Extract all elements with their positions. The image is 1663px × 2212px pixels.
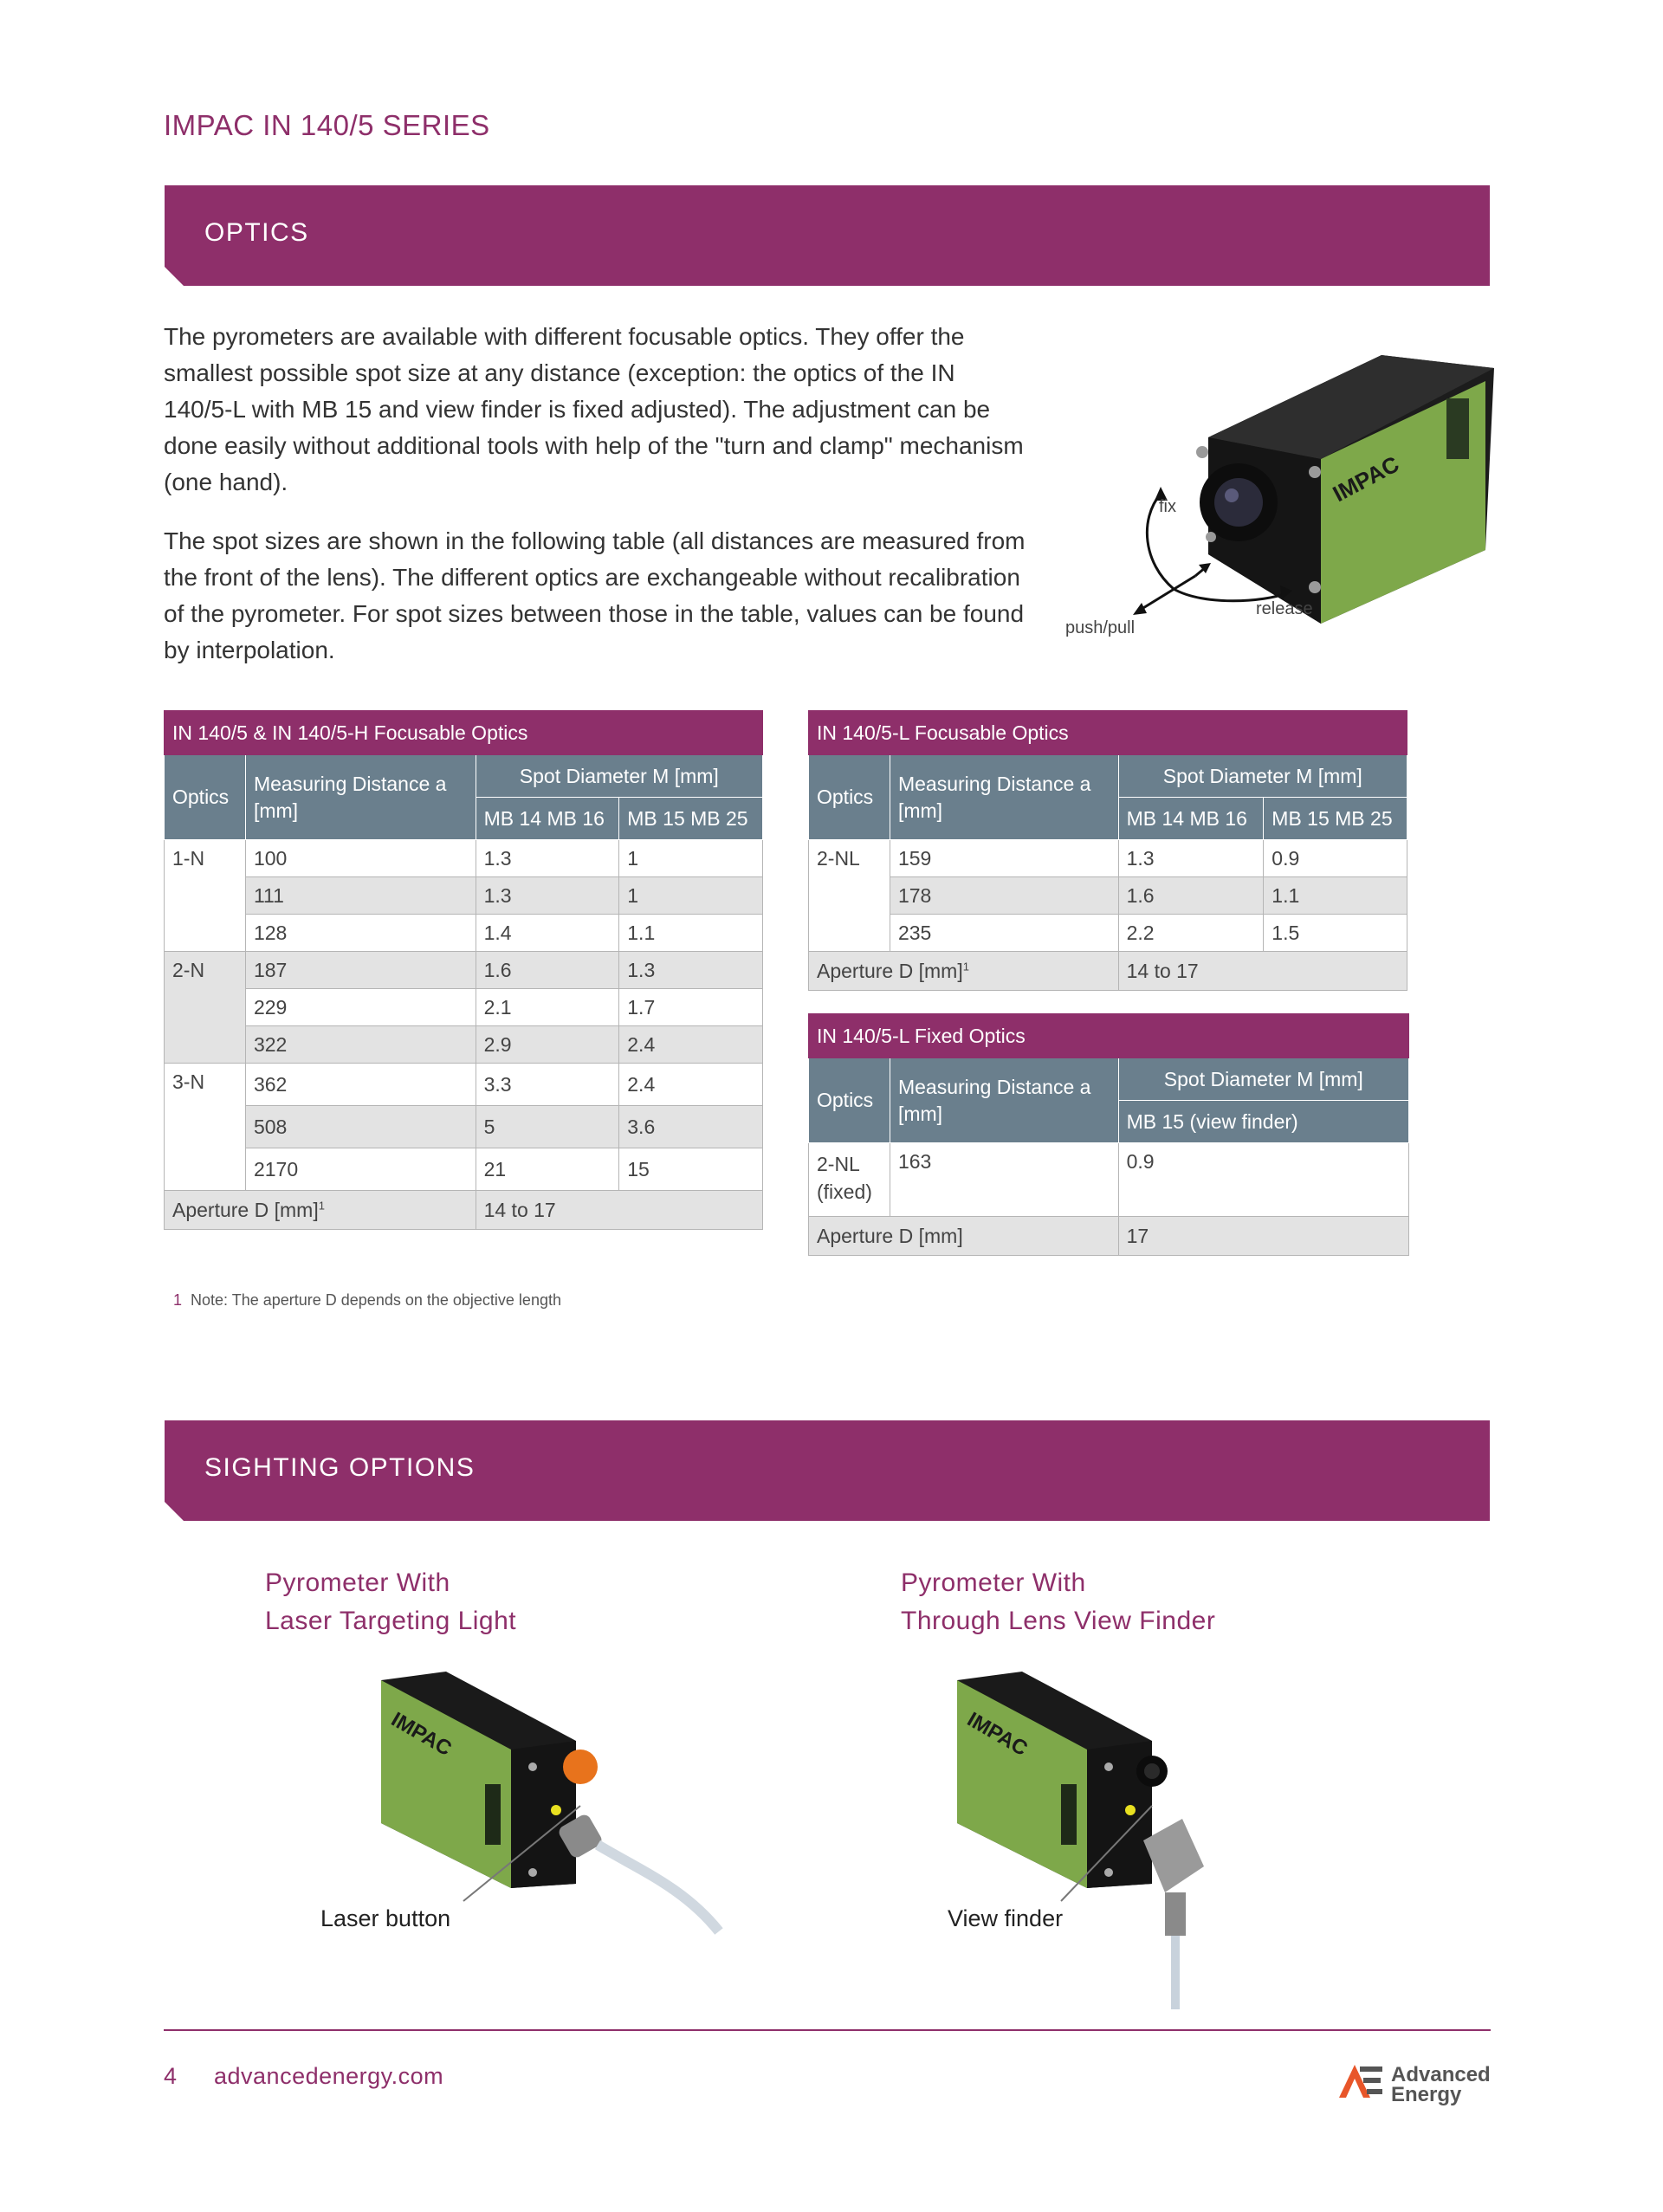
view-finder-label: View finder — [948, 1905, 1064, 1931]
aperture-row: Aperture D [mm]1 14 to 17 — [808, 951, 1408, 991]
optics-paragraph-2: The spot sizes are shown in the followin… — [164, 527, 1026, 663]
footnote-marker: 1 — [173, 1291, 183, 1309]
push-pull-label: push/pull — [1065, 618, 1136, 637]
viewfinder-option-title: Pyrometer With Through Lens View Finder — [901, 1568, 1216, 1635]
footnote: 1 Note: The aperture D depends on the obj… — [173, 1291, 561, 1310]
series-title: IMPAC IN 140/5 SERIES — [164, 109, 490, 141]
header-mb15-mb25: MB 15 MB 25 — [618, 797, 763, 840]
table-in140l-fixed: IN 140/5-L Fixed Optics Optics Measuring… — [808, 1013, 1410, 1256]
table-caption: IN 140/5 & IN 140/5-H Focusable Optics — [164, 710, 763, 755]
header-optics: Optics — [808, 754, 890, 840]
header-mb15-view-finder: MB 15 (view finder) — [1117, 1100, 1410, 1143]
footnote-text: Note: The aperture D depends on the obje… — [191, 1291, 561, 1309]
pyrometer-optics-photo: IMPAC — [1133, 355, 1494, 624]
aperture-label: Aperture D [mm]1 — [808, 951, 1119, 991]
sighting-banner: SIGHTING OPTIONS — [165, 1420, 1490, 1521]
table-in140l-focusable: IN 140/5-L Focusable Optics Optics Measu… — [808, 710, 1408, 991]
optics-banner-title: OPTICS — [204, 218, 309, 247]
optics-intro: The pyrometers are available with differ… — [164, 319, 1030, 691]
footer-url[interactable]: advancedenergy.com — [214, 2063, 444, 2089]
release-label: release — [1256, 599, 1313, 618]
header-distance: Measuring Distance a [mm] — [889, 1057, 1119, 1143]
aperture-label: Aperture D [mm] — [808, 1216, 1119, 1256]
header-distance: Measuring Distance a [mm] — [889, 754, 1119, 840]
footer-divider — [164, 2029, 1491, 2031]
header-mb14-mb16: MB 14 MB 16 — [475, 797, 620, 840]
advanced-energy-logo-text: Advanced Energy — [1391, 2063, 1491, 2106]
optics-paragraph-1: The pyrometers are available with differ… — [164, 323, 1024, 495]
header-mb14-mb16: MB 14 MB 16 — [1117, 797, 1265, 840]
viewfinder-pyrometer-photo: IMPAC — [957, 1672, 1204, 2009]
header-optics: Optics — [808, 1057, 890, 1143]
header-mb15-mb25: MB 15 MB 25 — [1263, 797, 1407, 840]
aperture-value: 17 — [1117, 1216, 1410, 1256]
page-number: 4 — [164, 2063, 178, 2089]
aperture-label: Aperture D [mm]1 — [164, 1190, 476, 1230]
header-distance: Measuring Distance a [mm] — [244, 754, 476, 840]
header-spot: Spot Diameter M [mm] — [1117, 1057, 1410, 1101]
header-spot: Spot Diameter M [mm] — [1117, 754, 1408, 798]
laser-pyrometer-photo: IMPAC — [381, 1672, 723, 1935]
table-caption: IN 140/5-L Fixed Optics — [808, 1013, 1409, 1058]
aperture-value: 14 to 17 — [475, 1190, 764, 1230]
table-in140-focusable: IN 140/5 & IN 140/5-H Focusable Optics O… — [164, 710, 764, 1230]
header-optics: Optics — [164, 754, 246, 840]
optics-banner: OPTICS — [165, 185, 1490, 286]
aperture-row: Aperture D [mm]1 14 to 17 — [164, 1190, 764, 1230]
advanced-energy-logo-icon — [1339, 2065, 1382, 2098]
aperture-row: Aperture D [mm] 17 — [808, 1216, 1410, 1256]
laser-button-label: Laser button — [320, 1905, 451, 1931]
table-caption: IN 140/5-L Focusable Optics — [808, 710, 1407, 755]
table-row: 2-NL (fixed) 163 0.9 — [808, 1142, 1410, 1217]
fix-label: fix — [1159, 497, 1176, 516]
laser-option-title: Pyrometer With Laser Targeting Light — [265, 1568, 517, 1635]
sighting-banner-title: SIGHTING OPTIONS — [204, 1453, 476, 1482]
aperture-value: 14 to 17 — [1117, 951, 1408, 991]
header-spot: Spot Diameter M [mm] — [475, 754, 764, 798]
